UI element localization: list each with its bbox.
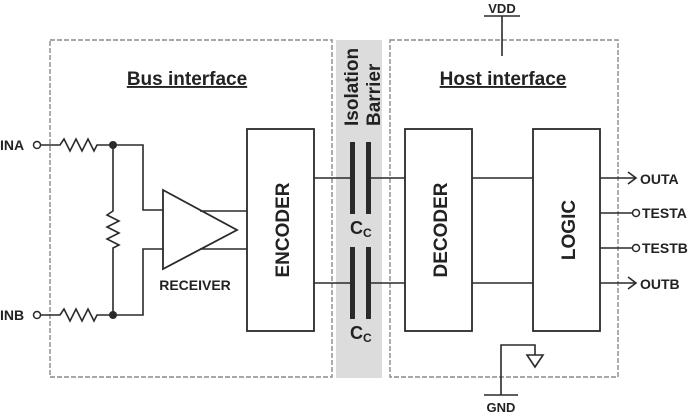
logic-label: LOGIC [559,200,580,260]
outa-arrow-icon [627,171,638,185]
gnd-label: GND [487,400,516,414]
ina-resistor [41,137,113,153]
cap-bottom-plate-left [350,247,355,319]
barrier-label: Barrier [364,63,385,126]
vdd-label: VDD [488,1,515,16]
outa-pin-label: OUTA [640,171,679,187]
ground-symbol-icon [525,354,545,369]
testa-pin-terminal [631,208,641,218]
testb-pin-label: TESTB [642,240,688,256]
logic-block [532,128,601,332]
cap-top-plate-right [366,142,371,214]
ina-pin-terminal [32,140,42,150]
bus-interface-region [49,39,333,378]
cap-top-plate-left [350,142,355,214]
decoder-label: DECODER [431,182,452,277]
encoder-label: ENCODER [273,182,294,277]
termination-resistor [105,145,121,315]
outb-pin-label: OUTB [640,276,680,292]
ina-pin-label: INA [0,137,24,153]
isolation-label: Isolation [342,48,363,126]
ina-to-receiver-wire [113,144,163,211]
testa-pin-label: TESTA [642,205,687,221]
inb-to-receiver-wire [113,248,163,316]
receiver-amplifier [162,188,239,271]
host-interface-title: Host interface [440,69,567,90]
isolation-barrier-band [336,40,382,378]
outb-arrow-icon [627,276,638,290]
receiver-label: RECEIVER [159,277,231,293]
testb-pin-terminal [631,243,641,253]
decoder-block [404,128,473,332]
cap-top-label: CC [350,218,372,240]
host-interface-region [389,39,619,378]
inb-pin-label: INB [0,307,24,323]
cap-bottom-plate-right [366,247,371,319]
bus-interface-title: Bus interface [127,69,247,90]
encoder-block [246,128,315,332]
inb-resistor [41,307,113,323]
inb-pin-terminal [32,310,42,320]
cap-bottom-label: CC [350,323,372,345]
gnd-wire [500,344,536,395]
